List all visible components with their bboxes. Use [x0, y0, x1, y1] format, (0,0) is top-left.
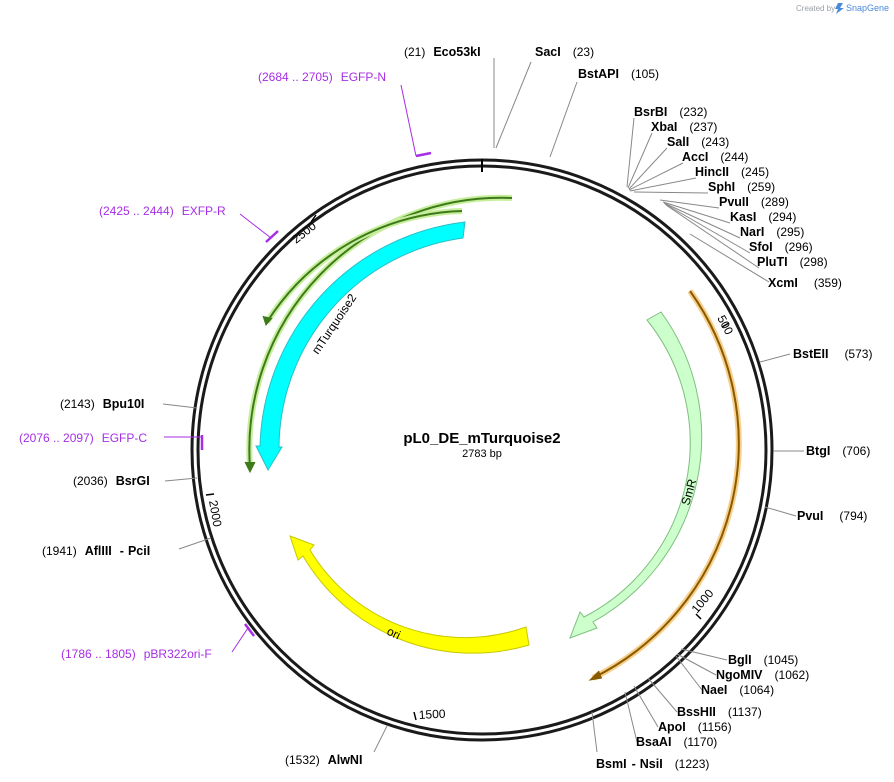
site-Eco53kI[interactable]: (21)Eco53kI	[404, 45, 481, 59]
site-Bpu10I[interactable]: (2143)Bpu10I	[60, 397, 144, 411]
plasmid-name: pL0_DE_mTurquoise2	[403, 430, 560, 447]
site-HincII[interactable]: HincII(245)	[695, 165, 769, 179]
snapgene-logo-icon	[835, 3, 844, 14]
primer-EGFP-C[interactable]: (2076 .. 2097)EGFP-C	[19, 431, 147, 445]
scale-ticks	[205, 214, 730, 721]
primer-leaders	[164, 84, 417, 653]
site-SalI[interactable]: SalI(243)	[667, 135, 729, 149]
orange-track	[588, 289, 742, 681]
site-XbaI[interactable]: XbaI(237)	[651, 120, 717, 134]
site-BsrGI[interactable]: (2036)BsrGI	[73, 474, 150, 488]
site-SphI[interactable]: SphI(259)	[708, 180, 775, 194]
site-PvuI[interactable]: PvuI(794)	[797, 509, 867, 523]
tick-label-1500: 1500	[418, 707, 446, 722]
site-AlwNI[interactable]: (1532)AlwNI	[285, 753, 362, 767]
primer-EXFP-R[interactable]: (2425 .. 2444)EXFP-R	[99, 204, 226, 218]
site-NarI[interactable]: NarI(295)	[740, 225, 804, 239]
site-BsaAI[interactable]: BsaAI(1170)	[636, 735, 717, 749]
site-BglI[interactable]: BglI(1045)	[728, 653, 798, 667]
ori-label: ori	[385, 624, 403, 642]
green-track-outer	[244, 194, 513, 474]
snapgene-brand: SnapGene	[846, 3, 889, 13]
SmR-label: SmR	[678, 477, 699, 507]
site-leaders	[162, 58, 804, 753]
tick-label-2500: 2500	[289, 219, 319, 247]
tick-label-2000: 2000	[206, 499, 224, 528]
ori-feature[interactable]	[289, 535, 530, 654]
site-SacI[interactable]: SacI(23)	[535, 45, 594, 59]
site-NgoMIV[interactable]: NgoMIV(1062)	[716, 668, 809, 682]
site-BtgI[interactable]: BtgI(706)	[806, 444, 870, 458]
primer-EGFP-N[interactable]: (2684 .. 2705)EGFP-N	[258, 70, 386, 84]
site-PluTI[interactable]: PluTI(298)	[757, 255, 828, 269]
mTurquoise2-feature[interactable]	[255, 221, 466, 472]
plasmid-length: 2783 bp	[462, 448, 502, 460]
site-KasI[interactable]: KasI(294)	[730, 210, 796, 224]
site-NaeI[interactable]: NaeI(1064)	[701, 683, 774, 697]
site-PvuII[interactable]: PvuII(289)	[719, 195, 789, 209]
SmR-feature[interactable]	[569, 311, 703, 639]
site-AflIII-PciI[interactable]: (1941)AflIII-PciI	[42, 544, 150, 558]
created-by-credit: Created by	[796, 4, 835, 13]
site-BssHII[interactable]: BssHII(1137)	[677, 705, 762, 719]
site-BstEII[interactable]: BstEII(573)	[793, 347, 872, 361]
green-track-inner	[262, 208, 463, 326]
site-ApoI[interactable]: ApoI(1156)	[658, 720, 732, 734]
primer-pBR322ori-F[interactable]: (1786 .. 1805)pBR322ori-F	[61, 647, 212, 661]
site-BsmI-NsiI[interactable]: BsmI-NsiI(1223)	[596, 757, 709, 771]
site-SfoI[interactable]: SfoI(296)	[749, 240, 813, 254]
site-XcmI[interactable]: XcmI(359)	[768, 276, 842, 290]
site-AccI[interactable]: AccI(244)	[682, 150, 748, 164]
site-BsrBI[interactable]: BsrBI(232)	[634, 105, 707, 119]
site-BstAPI[interactable]: BstAPI(105)	[578, 67, 659, 81]
